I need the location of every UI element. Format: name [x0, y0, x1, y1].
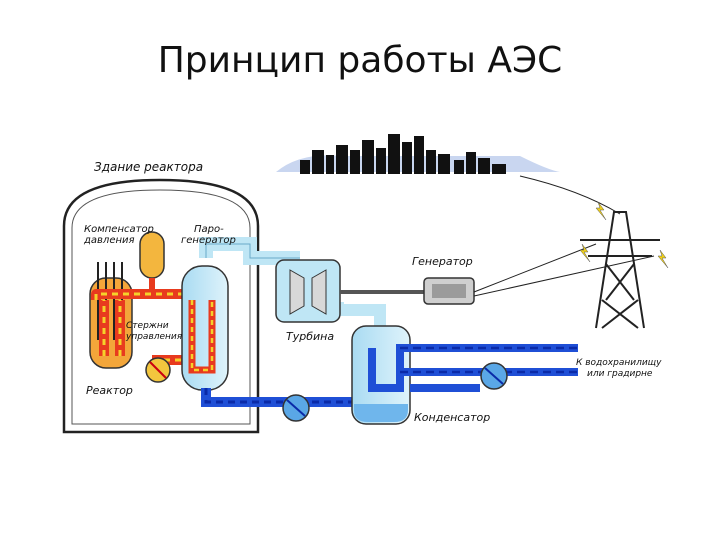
- turbine-rotor-right: [311, 269, 327, 315]
- transmission-tower: [580, 211, 660, 329]
- feedwater-pump-blade: [286, 399, 306, 417]
- label-condenser: Конденсатор: [414, 411, 490, 424]
- label-pressurizer-1: Компенсатор: [84, 224, 154, 235]
- feedwater-pipe-dashes: [204, 384, 364, 404]
- cooling-dashes: [400, 346, 578, 374]
- primary-loop-dashes: [94, 292, 198, 362]
- lightning-bolts: [579, 201, 669, 269]
- label-outlet-2: или градирне: [587, 369, 653, 379]
- label-turbine: Турбина: [286, 330, 334, 343]
- condenser-water: [354, 404, 408, 422]
- pressurizer: [139, 231, 165, 279]
- label-pressurizer-2: давления: [83, 235, 135, 246]
- primary-pump-blade: [149, 361, 167, 379]
- label-steam-gen-2: генератор: [181, 235, 236, 246]
- cooling-pump-blade: [484, 367, 504, 385]
- turbine-rotor: [289, 269, 305, 315]
- power-lines: [473, 175, 655, 297]
- label-outlet-1: К водохранилищу: [576, 358, 662, 368]
- label-steam-gen-1: Паро-: [194, 224, 224, 235]
- generator-core: [432, 284, 466, 298]
- label-rods-1: Стержни: [126, 321, 169, 331]
- steam-pipe-outline: [205, 243, 300, 259]
- slide-title: Принцип работы АЭС: [157, 40, 563, 81]
- turbine-exhaust-pipe: [332, 302, 386, 326]
- turbine-housing: [275, 259, 341, 323]
- label-rods-2: управления: [125, 332, 183, 342]
- city-skyline: [300, 134, 506, 174]
- label-generator: Генератор: [412, 255, 473, 268]
- reactor-building-inner-wall: [71, 189, 251, 425]
- label-reactor: Реактор: [86, 384, 133, 397]
- label-building: Здание реактора: [94, 160, 203, 174]
- steam-generator-tubes: [188, 300, 216, 374]
